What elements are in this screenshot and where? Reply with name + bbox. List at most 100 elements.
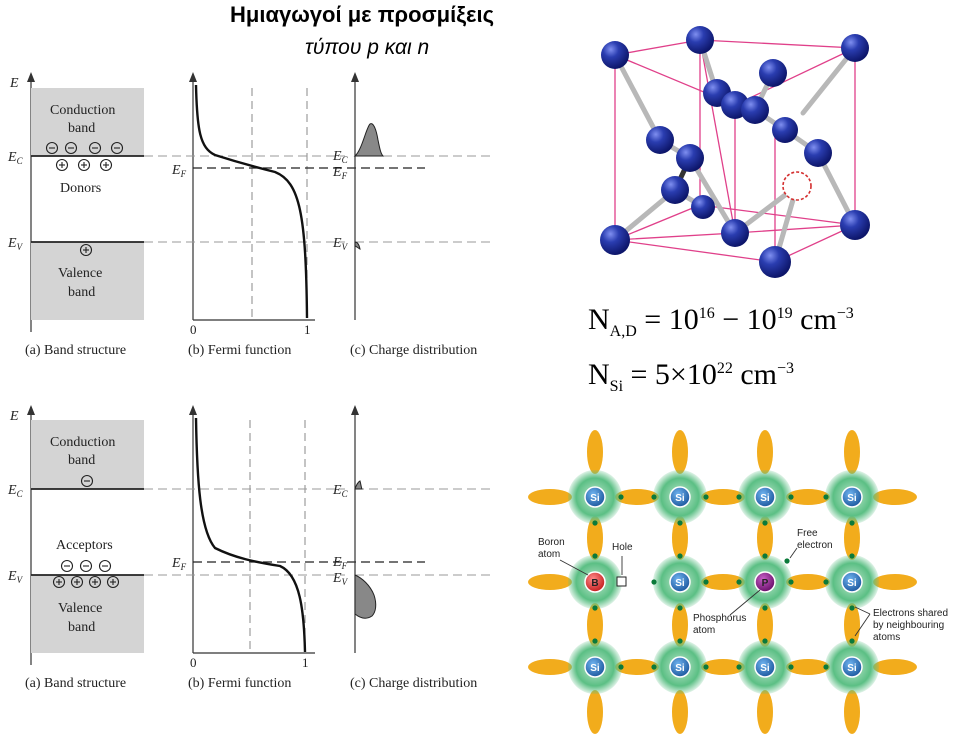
- atom: [646, 126, 674, 154]
- fermi-curve: [194, 417, 307, 653]
- ec-label: EC: [7, 150, 24, 166]
- energy-axis-label: E: [9, 76, 19, 91]
- page-subtitle: τύπου p και n: [305, 36, 430, 59]
- hole-marker: [616, 576, 627, 587]
- conduction-band: [31, 88, 144, 156]
- boron-label-1: Boron: [538, 537, 565, 548]
- tick-1: 1: [302, 655, 309, 670]
- atom: [759, 59, 787, 87]
- svg-text:Si: Si: [760, 493, 770, 504]
- svg-text:Si: Si: [847, 663, 857, 674]
- atom: [772, 117, 798, 143]
- conduction-band-label-1: Conduction: [50, 103, 115, 118]
- ec-label-c: EC: [332, 149, 349, 165]
- electron-distribution: [354, 480, 363, 490]
- atom: [600, 225, 630, 255]
- ev-label: EV: [7, 569, 24, 585]
- ev-label: EV: [7, 236, 24, 252]
- ef-label-c: EF: [332, 165, 348, 181]
- electron-icons: [60, 474, 112, 573]
- atom: [601, 41, 629, 69]
- atom: [840, 210, 870, 240]
- boron-symbol: B: [591, 578, 598, 589]
- svg-text:Si: Si: [675, 578, 685, 589]
- atoms: [600, 26, 870, 278]
- valence-band: [31, 242, 144, 320]
- svg-text:Si: Si: [675, 663, 685, 674]
- hole-label: Hole: [612, 542, 633, 553]
- arrow-up-icon: [27, 405, 35, 415]
- atom: [841, 34, 869, 62]
- ev-label-c: EV: [332, 236, 349, 252]
- donor-ion-icons: [55, 158, 113, 257]
- si-labels: Si Si Si Si Si Si Si Si Si Si: [590, 493, 857, 674]
- svg-text:Si: Si: [847, 493, 857, 504]
- ec-label-c: EC: [332, 483, 349, 499]
- tick-1: 1: [304, 322, 311, 337]
- ef-label: EF: [171, 163, 187, 179]
- arrow-up-icon: [351, 405, 359, 415]
- atom: [676, 144, 704, 172]
- shared-electrons: [592, 494, 855, 670]
- shared-label-2: by neighbouring: [873, 620, 944, 631]
- svg-text:Si: Si: [590, 663, 600, 674]
- boron-atom: [584, 571, 606, 593]
- free-electron-label-2: electron: [797, 540, 833, 551]
- conduction-band-label-2: band: [68, 453, 95, 468]
- p-type-diagram: E Conduction band Valence band Acceptors…: [7, 405, 495, 691]
- phosphorus-label-1: Phosphorus: [693, 613, 746, 624]
- svg-text:Si: Si: [760, 663, 770, 674]
- vacancy-site: [782, 171, 812, 201]
- energy-axis-label: E: [9, 409, 19, 424]
- ev-label-c: EV: [332, 571, 349, 587]
- ef-label-c: EF: [332, 555, 348, 571]
- atom: [686, 26, 714, 54]
- caption-band-structure: (a) Band structure: [25, 343, 126, 358]
- electron-icons: [45, 141, 124, 155]
- caption-fermi-function: (b) Fermi function: [188, 343, 291, 358]
- hole-distribution: [354, 241, 361, 250]
- conduction-band-label-2: band: [68, 121, 95, 136]
- svg-text:Si: Si: [847, 578, 857, 589]
- valence-band-label-1: Valence: [58, 266, 102, 281]
- n-type-diagram: E Conduction band Valence band Donors EC…: [7, 72, 495, 358]
- tick-0: 0: [190, 322, 197, 337]
- atom: [759, 246, 791, 278]
- free-electron-label-1: Free: [797, 528, 818, 539]
- caption-band-structure: (a) Band structure: [25, 676, 126, 691]
- arrow-up-icon: [27, 72, 35, 82]
- atom: [804, 139, 832, 167]
- si-atoms: [584, 486, 863, 678]
- valence-band-label-2: band: [68, 285, 95, 300]
- svg-text:Si: Si: [675, 493, 685, 504]
- atom: [661, 176, 689, 204]
- shared-label-1: Electrons shared: [873, 608, 948, 619]
- fermi-curve: [194, 84, 309, 319]
- silicon-concentration-formula: NSi = 5×1022 cm−3: [588, 358, 795, 395]
- conduction-band-label-1: Conduction: [50, 435, 115, 450]
- bond-orbitals: [528, 430, 917, 734]
- atom: [721, 219, 749, 247]
- ef-label: EF: [171, 556, 187, 572]
- ec-label: EC: [7, 483, 24, 499]
- caption-charge-distribution: (c) Charge distribution: [350, 676, 477, 691]
- silicon-crystal-lattice: [600, 26, 870, 278]
- page-title: Ημιαγωγοί με προσμίξεις: [230, 2, 495, 27]
- svg-text:Si: Si: [590, 493, 600, 504]
- caption-fermi-function: (b) Fermi function: [188, 676, 291, 691]
- arrow-up-icon: [351, 72, 359, 82]
- leader-lines: [559, 547, 871, 637]
- atom: [691, 195, 715, 219]
- acceptors-label: Acceptors: [56, 538, 113, 553]
- shared-label-3: atoms: [873, 632, 900, 643]
- arrow-up-icon: [189, 72, 197, 82]
- valence-band: [31, 575, 144, 653]
- arrow-up-icon: [189, 405, 197, 415]
- hole-distribution: [354, 574, 377, 619]
- valence-band-label-2: band: [68, 620, 95, 635]
- doped-silicon-lattice: Si Si Si Si Si Si Si Si Si Si B P Boron …: [528, 430, 948, 734]
- phosphorus-label-2: atom: [693, 625, 715, 636]
- hole-icons: [52, 575, 120, 589]
- atom: [741, 96, 769, 124]
